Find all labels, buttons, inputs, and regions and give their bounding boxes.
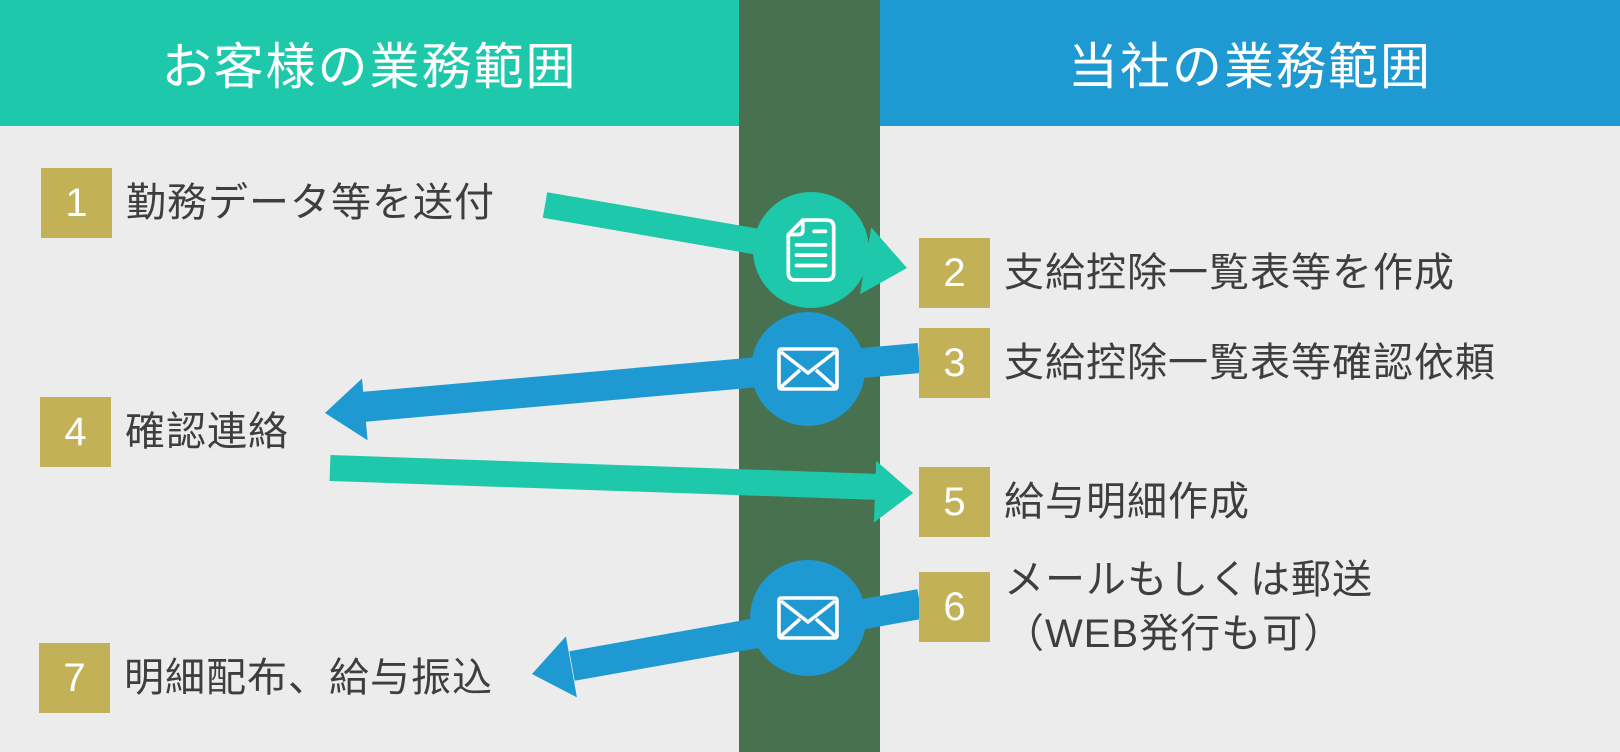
step-5-label: 給与明細作成 xyxy=(1004,480,1250,524)
step-6-number-badge: 6 xyxy=(919,572,990,642)
step-3-label: 支給控除一覧表等確認依頼 xyxy=(1004,341,1496,385)
step-3-number-badge: 3 xyxy=(919,328,990,398)
step-1-row: 1 勤務データ等を送付 xyxy=(41,168,495,238)
step-5-number-badge: 5 xyxy=(919,467,990,537)
step-7-row: 7 明細配布、給与振込 xyxy=(39,643,493,713)
document-circle xyxy=(753,192,869,308)
document-icon xyxy=(786,218,836,282)
step-4-label: 確認連絡 xyxy=(125,410,289,454)
step-4-number-badge: 4 xyxy=(40,397,111,467)
step-1-number-badge: 1 xyxy=(41,168,112,238)
step-4-row: 4 確認連絡 xyxy=(40,397,289,467)
step-2-number-badge: 2 xyxy=(919,238,990,308)
envelope-circle-upper xyxy=(751,312,865,426)
step-5-row: 5 給与明細作成 xyxy=(919,467,1250,537)
step-7-number-badge: 7 xyxy=(39,643,110,713)
company-scope-title: 当社の業務範囲 xyxy=(1068,39,1432,95)
step-2-label: 支給控除一覧表等を作成 xyxy=(1004,251,1455,295)
arrow-step4-to-step5 xyxy=(329,455,913,523)
envelope-icon xyxy=(777,596,839,640)
step-3-row: 3 支給控除一覧表等確認依頼 xyxy=(919,328,1496,398)
envelope-circle-lower xyxy=(750,560,866,676)
customer-scope-title: お客様の業務範囲 xyxy=(161,39,578,95)
step-2-row: 2 支給控除一覧表等を作成 xyxy=(919,238,1455,308)
step-1-label: 勤務データ等を送付 xyxy=(126,181,495,225)
step-6-row: 6 メールもしくは郵送 （WEB発行も可） xyxy=(919,553,1373,661)
envelope-icon xyxy=(777,347,839,391)
step-7-label: 明細配布、給与振込 xyxy=(124,656,493,700)
step-6-label: メールもしくは郵送 （WEB発行も可） xyxy=(1004,558,1373,656)
customer-scope-header: お客様の業務範囲 xyxy=(0,0,739,126)
company-scope-header: 当社の業務範囲 xyxy=(880,0,1620,126)
